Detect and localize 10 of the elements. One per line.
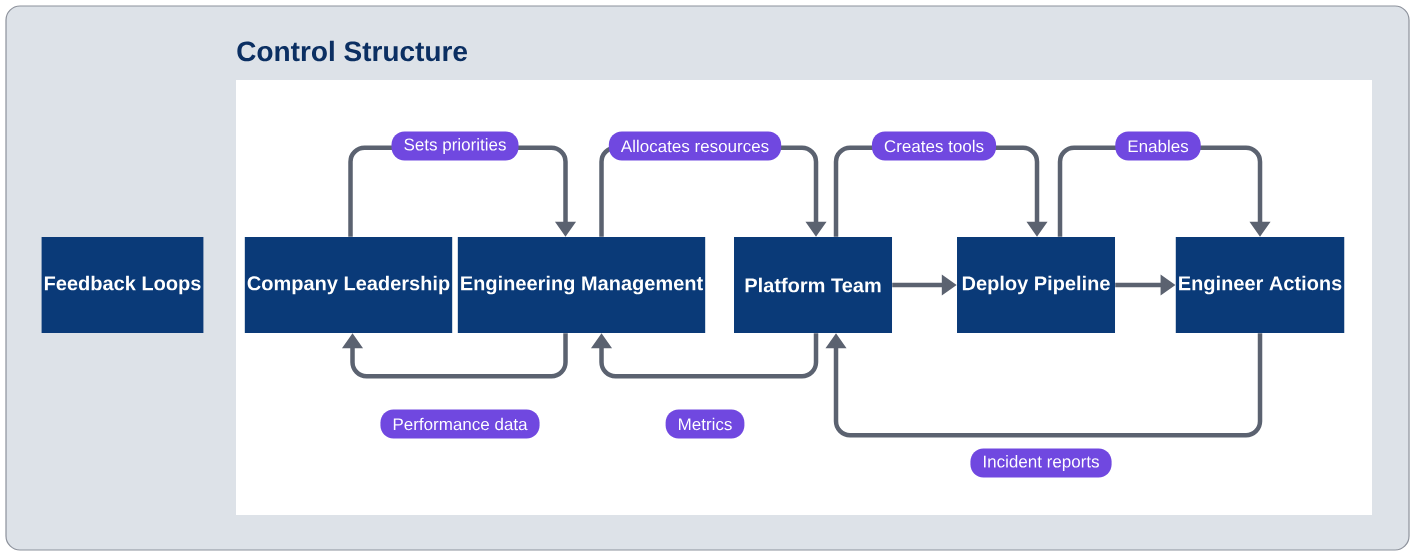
process-box: Company Leadership [244, 237, 453, 333]
arrow [825, 333, 1263, 438]
process-box: Deploy Pipeline [957, 237, 1115, 333]
title: Control Structure [237, 40, 467, 62]
process-box: Engineer Actions [1175, 237, 1345, 333]
arrow [341, 333, 568, 379]
arrow [590, 333, 819, 379]
process-box: Feedback Loops [41, 237, 204, 333]
process-box: Engineering Management [457, 237, 706, 333]
process-box: Platform Team [734, 237, 892, 333]
